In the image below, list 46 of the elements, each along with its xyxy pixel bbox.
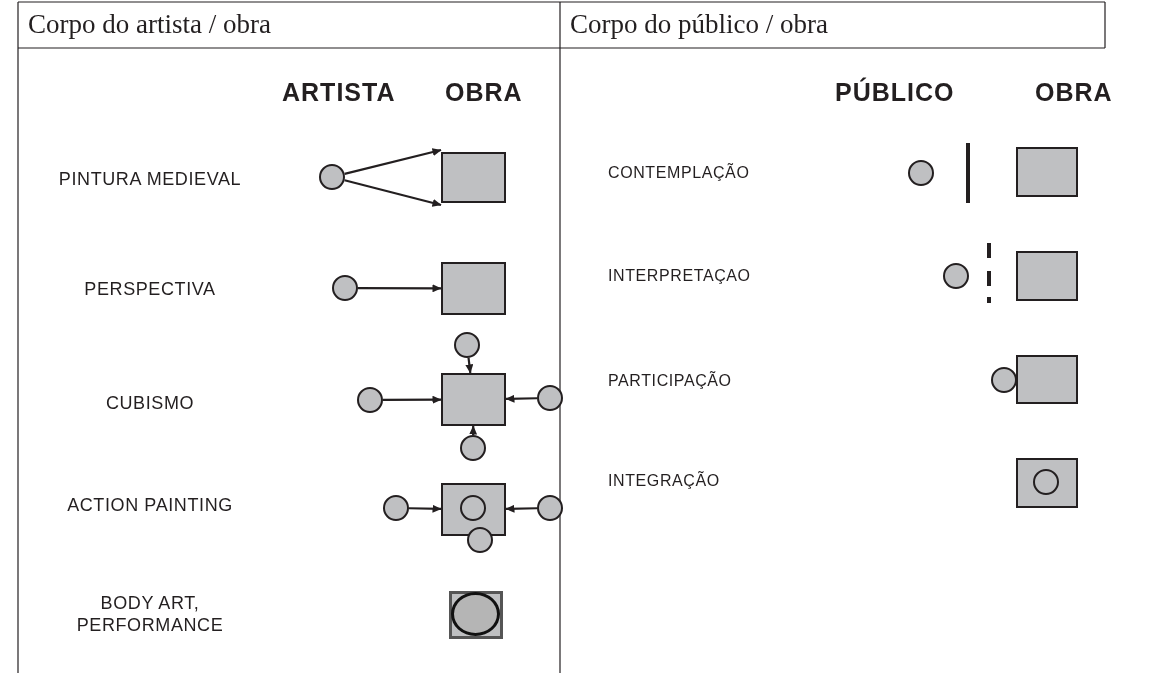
inner-circle-shape bbox=[1033, 469, 1059, 495]
square-shape bbox=[1016, 147, 1078, 197]
arrow bbox=[408, 504, 442, 513]
arrow bbox=[383, 395, 442, 404]
square-shape bbox=[441, 483, 506, 536]
arrow bbox=[469, 425, 478, 435]
arrow bbox=[505, 504, 538, 513]
row-label: INTEGRAÇÃO bbox=[608, 472, 720, 490]
square-shape bbox=[441, 262, 506, 315]
circle-shape bbox=[357, 387, 383, 413]
square-shape bbox=[441, 152, 506, 203]
circle-shape bbox=[908, 160, 934, 186]
row-label: PARTICIPAÇÃO bbox=[608, 372, 732, 390]
arrow bbox=[465, 357, 474, 374]
circle-shape bbox=[383, 495, 409, 521]
arrow bbox=[505, 394, 538, 403]
arrow bbox=[344, 148, 442, 175]
row-label: PERSPECTIVA bbox=[83, 278, 217, 300]
row-label: ACTION PAINTING bbox=[66, 494, 234, 516]
square-shape bbox=[1016, 251, 1078, 301]
square-shape bbox=[1016, 458, 1078, 508]
row-label: BODY ART, PERFORMANCE bbox=[75, 592, 225, 636]
column-header: Corpo do público / obra bbox=[570, 9, 828, 40]
arrow bbox=[358, 284, 442, 293]
circle-shape bbox=[537, 495, 563, 521]
circle-shape bbox=[467, 527, 493, 553]
arrow bbox=[344, 179, 442, 207]
row-label: INTERPRETAÇAO bbox=[608, 267, 751, 285]
inner-circle-shape bbox=[460, 495, 486, 521]
circle-shape bbox=[943, 263, 969, 289]
circle-shape bbox=[537, 385, 563, 411]
column-heading: OBRA bbox=[445, 78, 523, 107]
column-heading: ARTISTA bbox=[282, 78, 396, 107]
column-heading: OBRA bbox=[1035, 78, 1113, 107]
column-header: Corpo do artista / obra bbox=[28, 9, 271, 40]
circle-shape bbox=[991, 367, 1017, 393]
circle-shape bbox=[460, 435, 486, 461]
row-label: PINTURA MEDIEVAL bbox=[57, 168, 243, 190]
square-shape bbox=[1016, 355, 1078, 404]
circle-shape bbox=[319, 164, 345, 190]
row-label: CUBISMO bbox=[104, 392, 196, 414]
row-label: CONTEMPLAÇÃO bbox=[608, 164, 750, 182]
circle-shape bbox=[332, 275, 358, 301]
column-heading: PÚBLICO bbox=[835, 78, 955, 107]
square-shape bbox=[441, 373, 506, 426]
circle-shape bbox=[454, 332, 480, 358]
